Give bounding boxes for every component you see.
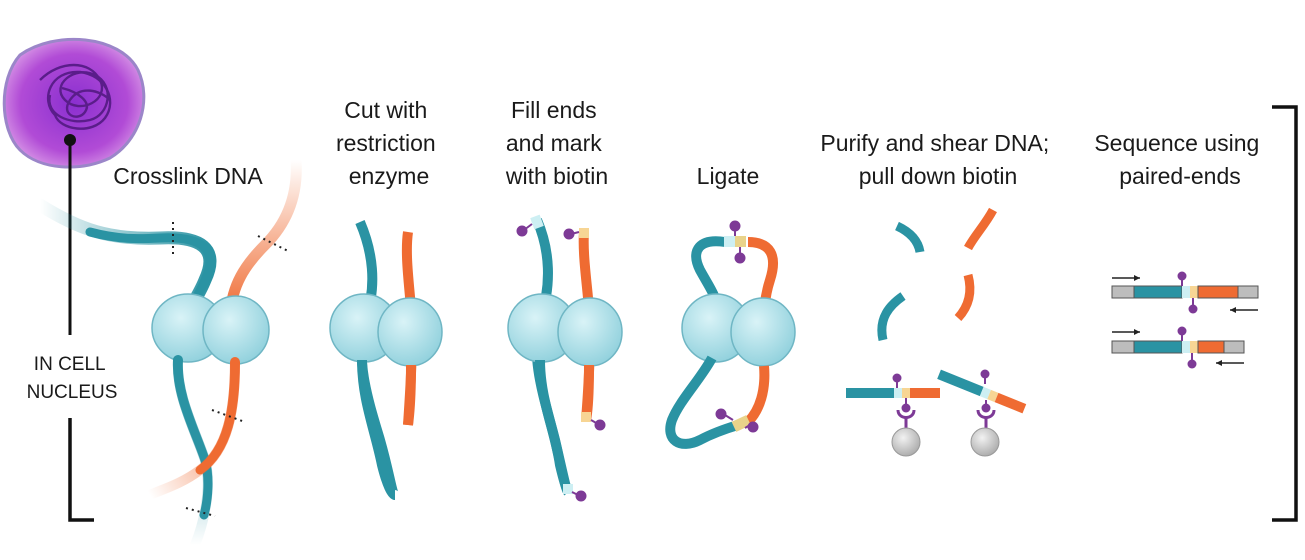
orange-fragment-lower <box>403 364 416 426</box>
nucleus-panel: IN CELL NUCLEUS <box>2 37 146 522</box>
filled-end-teal-bottom <box>563 484 573 494</box>
orange-dna-strand-lower-core <box>195 357 240 475</box>
ligate-protein-right <box>730 297 796 367</box>
filled-end-teal-top <box>530 214 544 230</box>
streptavidin-bead-left <box>891 427 921 457</box>
left-bracket <box>68 418 94 522</box>
paired-end-read-2 <box>1111 326 1245 369</box>
ligated-loop-bottom <box>665 355 740 449</box>
fill-protein-right <box>557 297 623 367</box>
streptavidin-bead-right <box>970 427 1000 457</box>
crosslink-protein-right <box>202 295 270 365</box>
step-title-ligate: Ligate <box>697 163 760 189</box>
nucleus-pointer-dot <box>64 134 76 146</box>
ligation-junction-top-teal <box>724 236 735 247</box>
sheared-orange-fragment-2 <box>954 273 975 322</box>
sheared-teal-fragment-1 <box>895 221 925 254</box>
sequence-illustration <box>1111 271 1259 369</box>
teal-dna-strand-lower-core <box>173 355 213 520</box>
nucleus-label: IN CELL NUCLEUS <box>27 354 118 403</box>
step-title-sequence: Sequence using paired-ends <box>1094 130 1265 189</box>
filled-end-orange-bottom <box>581 412 591 422</box>
step-title-cut: Cut with restriction enzyme <box>336 97 442 189</box>
cell-nucleus <box>2 37 146 169</box>
cut-protein-right <box>377 297 443 367</box>
sheared-teal-fragment-2 <box>877 292 906 341</box>
purify-illustration <box>846 207 1027 457</box>
orange-filled-strand-lower <box>581 364 594 421</box>
paired-end-read-1 <box>1111 271 1259 314</box>
biotin-markers-fill <box>516 223 606 502</box>
chromatin-tangle <box>39 63 112 130</box>
ligated-orange-bottom <box>744 365 770 426</box>
ligate-illustration <box>665 220 796 449</box>
step-title-purify: Purify and shear DNA; pull down biotin <box>820 130 1055 189</box>
step-title-crosslink: Crosslink DNA <box>113 163 263 189</box>
teal-fragment-lower <box>357 359 398 500</box>
nucleus-label-line-2: NUCLEUS <box>27 382 118 403</box>
fill-illustration <box>507 214 623 502</box>
orange-dna-strand-top <box>224 154 302 321</box>
right-bracket <box>1272 105 1298 522</box>
filled-end-orange-top <box>579 228 589 238</box>
step-title-fill: Fill ends and mark with biotin <box>505 97 608 189</box>
restriction-site-markers <box>172 222 291 517</box>
nucleus-label-line-1: IN CELL <box>34 354 105 375</box>
pulldown-fragment-right <box>937 369 1027 457</box>
pulldown-fragment-left <box>846 373 940 457</box>
teal-filled-strand-lower <box>535 359 573 495</box>
crosslink-illustration <box>33 154 302 550</box>
cut-illustration <box>329 220 443 500</box>
sheared-orange-fragment-1 <box>964 207 997 251</box>
ligation-junction-bottom <box>731 415 751 432</box>
biotin-markers-ligate <box>715 220 759 433</box>
